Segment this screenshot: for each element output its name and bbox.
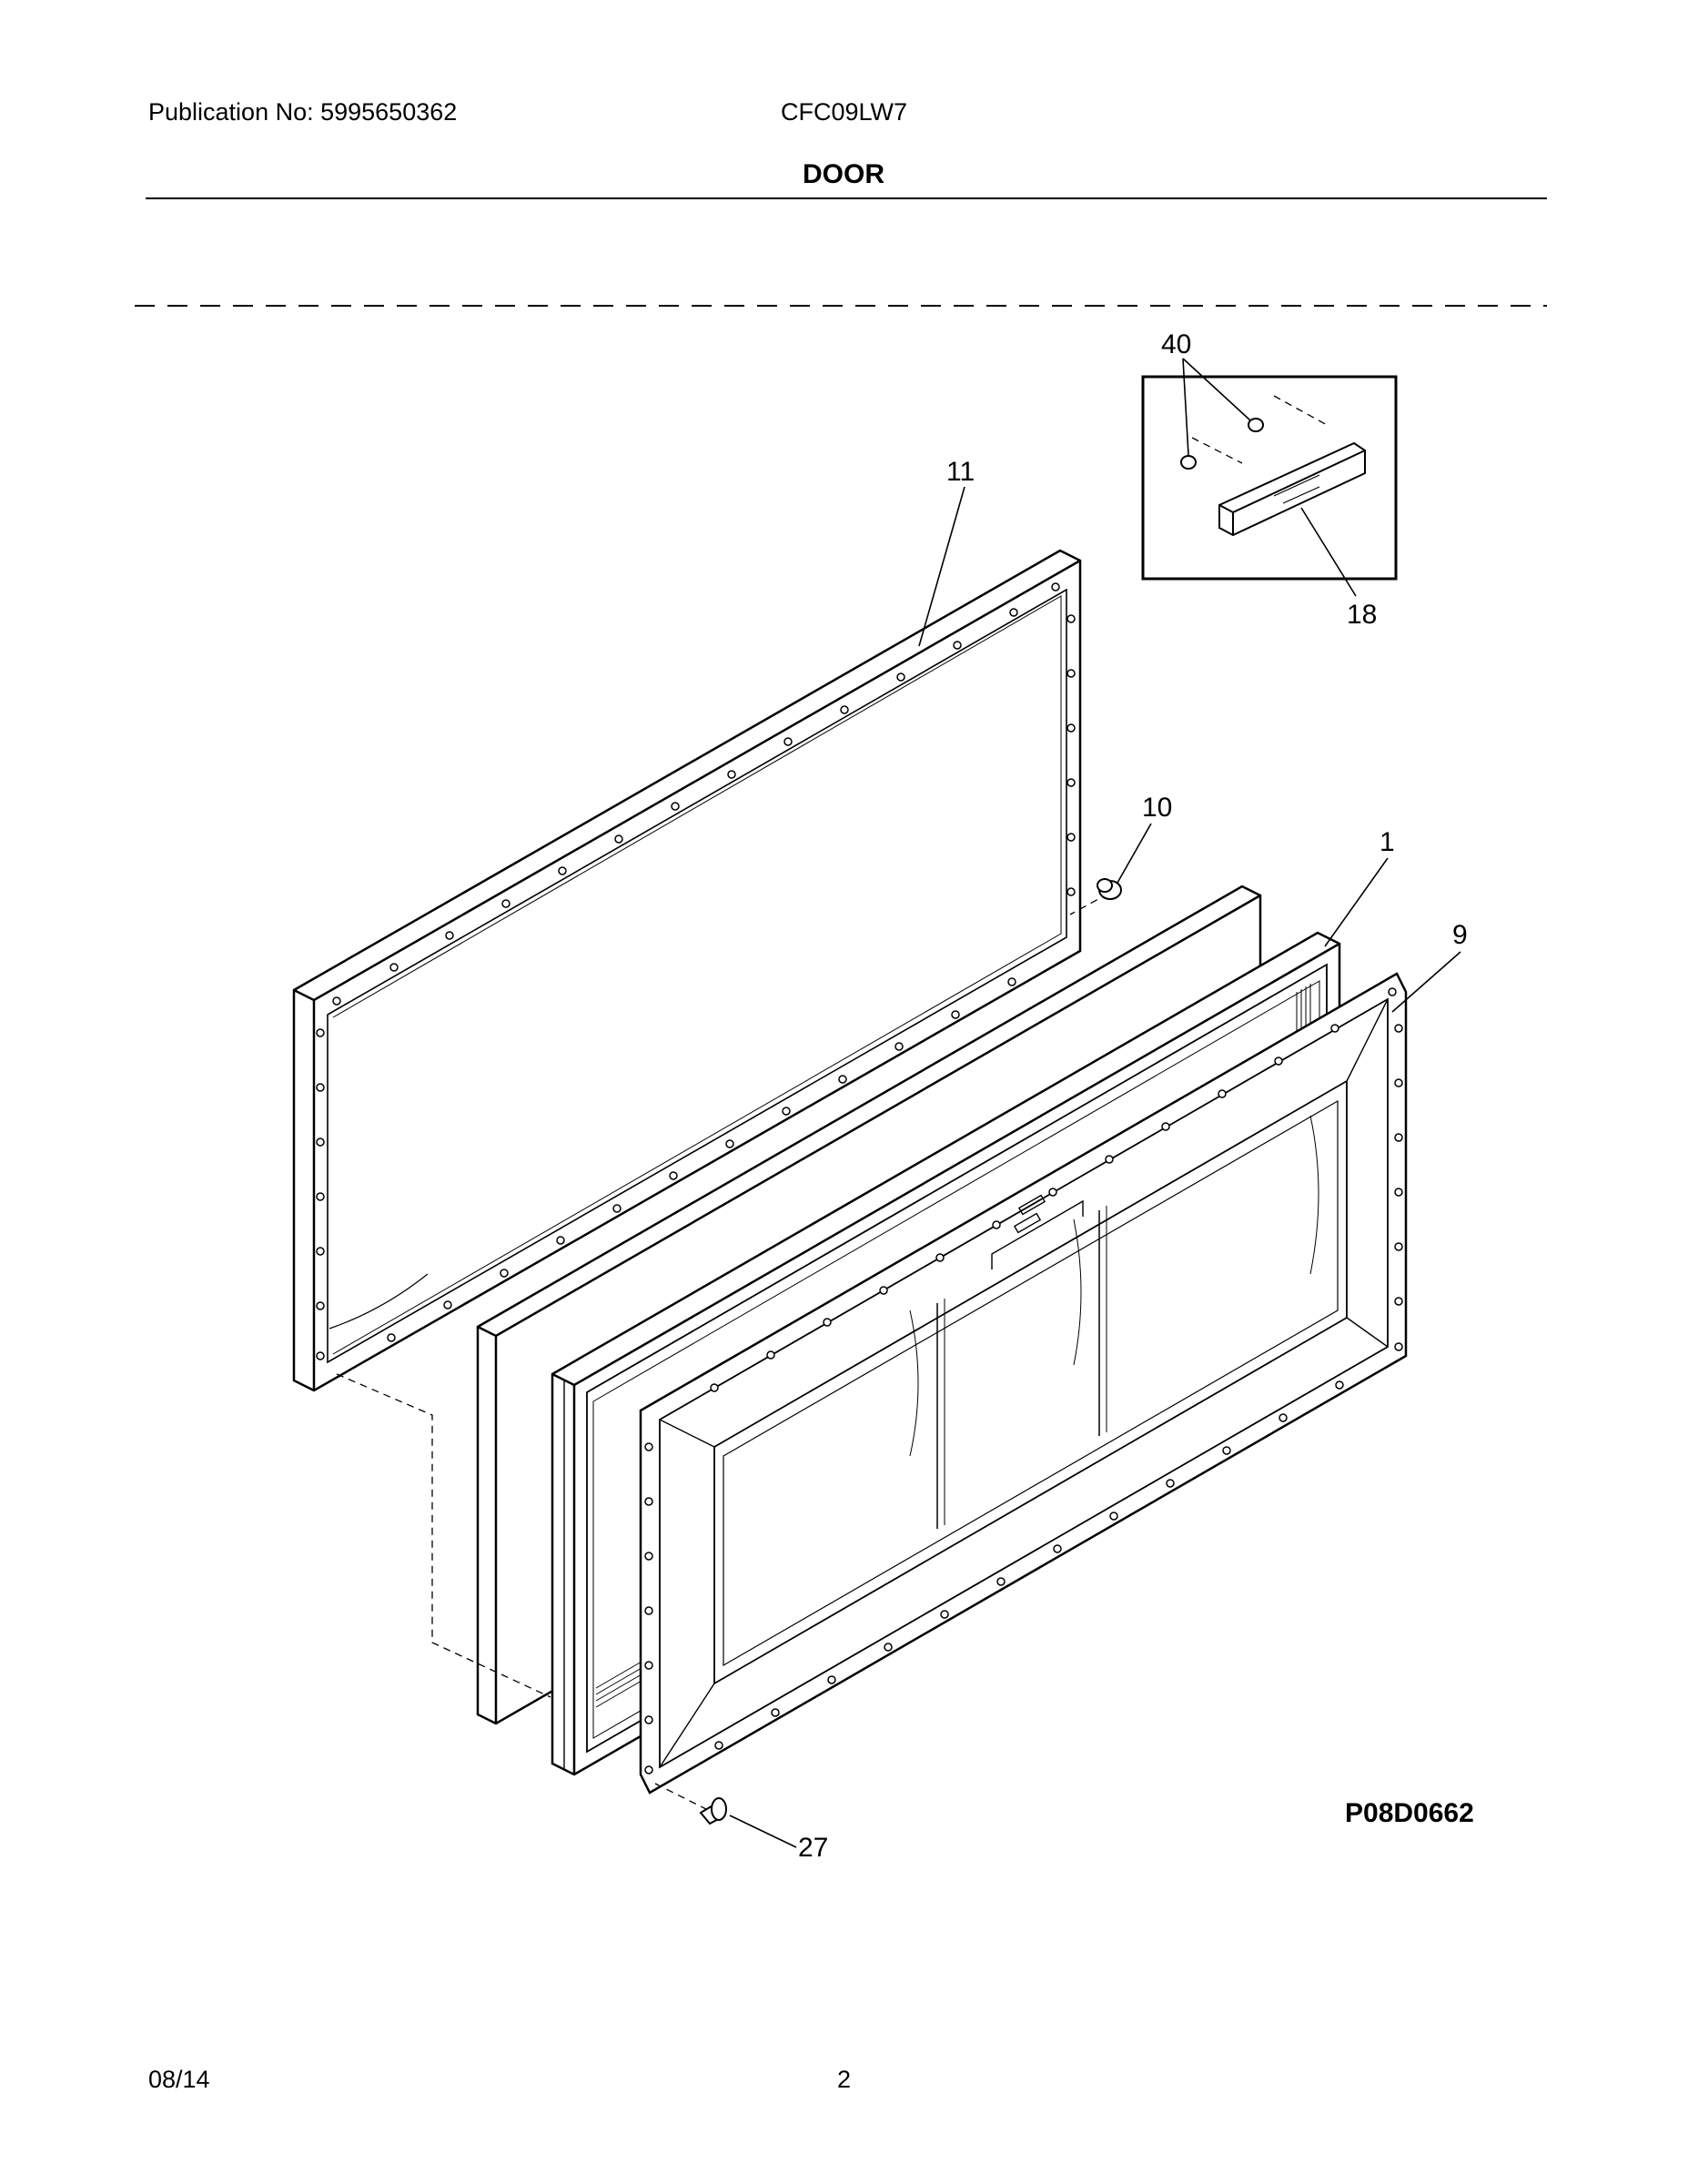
footer-page-number: 2 — [837, 2066, 852, 2093]
inset-handle-box — [1141, 375, 1398, 581]
model-number: CFC09LW7 — [781, 98, 908, 126]
part-11-gasket — [292, 549, 1082, 1392]
header-rule — [146, 197, 1547, 199]
callout-27: 27 — [798, 1833, 828, 1863]
callout-10: 10 — [1142, 793, 1172, 823]
callout-9: 9 — [1452, 920, 1468, 950]
footer-date: 08/14 — [148, 2066, 210, 2093]
part-40-plugs — [1180, 418, 1264, 470]
part-18-handle — [1218, 441, 1366, 537]
part-27-screw — [699, 1797, 727, 1825]
part-9-inner-panel — [639, 972, 1408, 1795]
leader-lines — [729, 358, 1461, 1848]
callout-18: 18 — [1347, 600, 1377, 630]
page-title: DOOR — [803, 159, 884, 189]
callout-40: 40 — [1161, 329, 1191, 359]
callout-11: 11 — [946, 457, 975, 487]
part-10-plug — [1097, 878, 1122, 900]
callout-1: 1 — [1380, 827, 1395, 857]
drawing-code: P08D0662 — [1345, 1798, 1474, 1828]
publication-number: Publication No: 5995650362 — [148, 98, 458, 126]
